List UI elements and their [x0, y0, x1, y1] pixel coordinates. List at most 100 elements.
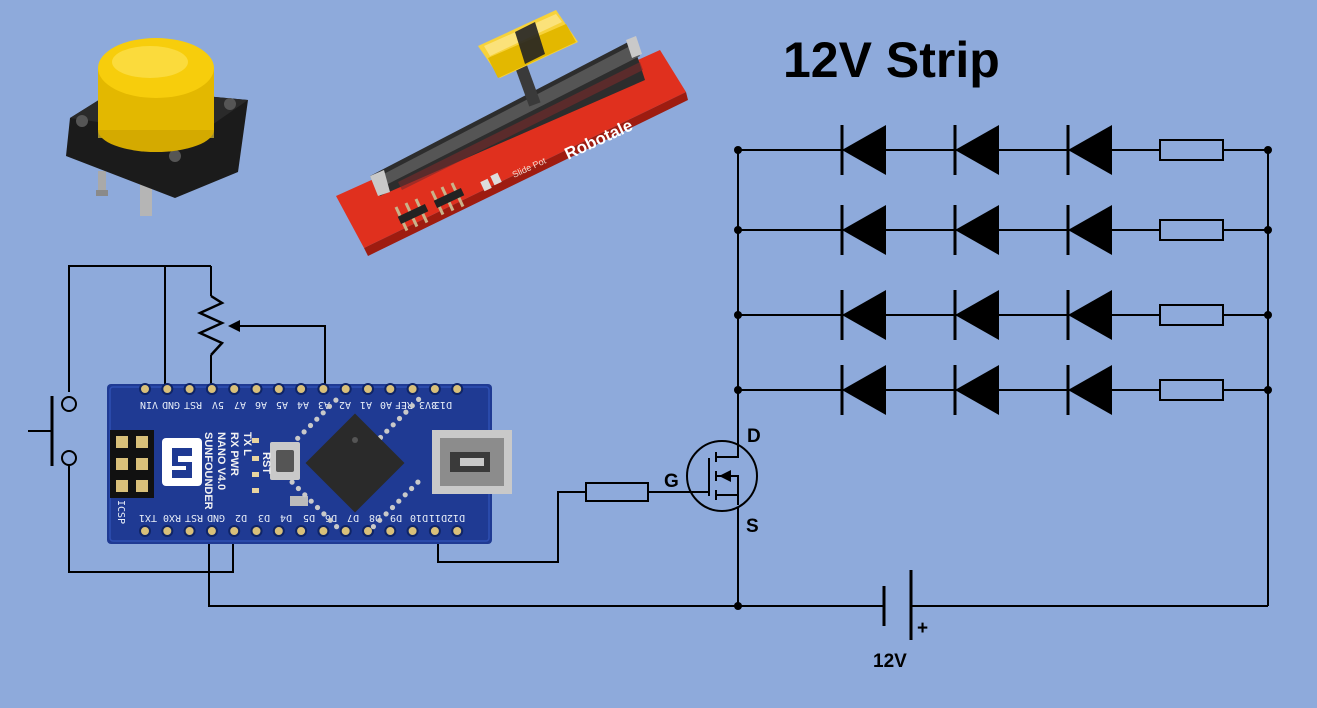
- chip-leg: [326, 403, 333, 409]
- pin-label-top: RST: [184, 399, 202, 410]
- pin-label-top: REF: [395, 399, 413, 410]
- chip-leg: [409, 485, 415, 492]
- mosfet-arrow-icon: [719, 470, 731, 482]
- pin-hole: [362, 383, 374, 395]
- slide-potentiometer-photo: Slide Pot Robotale: [336, 10, 688, 256]
- board-model: NANO V4.0: [215, 432, 227, 490]
- reset-label: RST: [260, 452, 272, 474]
- pin-label-bottom: D5: [303, 512, 315, 523]
- diagram-title: 12V Strip: [783, 32, 1000, 88]
- pin-hole: [183, 383, 196, 395]
- pin-hole: [406, 525, 419, 537]
- pin-label-top: A0: [380, 399, 392, 410]
- mosfet-drain-label: D: [747, 426, 761, 447]
- chip-leg: [409, 403, 415, 409]
- pin-hole: [451, 525, 464, 537]
- pin-label-top: 5V: [212, 399, 224, 410]
- pin-hole: [384, 383, 397, 395]
- chip-leg: [314, 504, 321, 511]
- pin-hole: [161, 525, 174, 537]
- pin-label-bottom: D4: [280, 512, 292, 523]
- chip-leg: [289, 479, 295, 485]
- junction-dot: [1264, 386, 1272, 394]
- chip-leg: [383, 511, 389, 517]
- pin-label-top: A6: [255, 399, 267, 410]
- led-diode-icon: [1068, 125, 1112, 175]
- board-rx-pwr: RX PWR: [228, 432, 240, 476]
- pin-hole: [295, 525, 308, 537]
- icsp-label: ICSP: [115, 500, 126, 524]
- pin-label-bottom: TX1: [139, 512, 157, 523]
- led-resistor: [1159, 379, 1224, 401]
- pin-hole: [205, 525, 218, 537]
- pin-label-top: A5: [276, 399, 288, 410]
- junction-dot: [734, 386, 742, 394]
- pin-label-bottom: D10: [410, 512, 428, 523]
- usb-port: [432, 430, 512, 494]
- pin-hole: [139, 525, 151, 537]
- chip-leg: [390, 422, 396, 428]
- chip-leg: [307, 422, 314, 429]
- led-diode-icon: [842, 290, 886, 340]
- chip-leg: [327, 517, 333, 523]
- gate-resistor: [585, 482, 649, 502]
- chip-leg: [396, 498, 402, 504]
- chip-leg: [302, 492, 308, 498]
- led-resistor: [1159, 219, 1224, 241]
- chip-leg: [288, 442, 294, 448]
- board-tx-l: TX L: [241, 432, 253, 456]
- pin-label-bottom: D9: [390, 512, 402, 523]
- junction-dot: [734, 602, 742, 610]
- pin-label-bottom: D12: [447, 512, 465, 523]
- pin-label-bottom: D8: [369, 512, 381, 523]
- led-diode-icon: [1068, 365, 1112, 415]
- junction-dot: [1264, 146, 1272, 154]
- pin-label-top: 3V3: [419, 399, 437, 410]
- junction-dot: [734, 226, 742, 234]
- led-diode-icon: [1068, 205, 1112, 255]
- pin-hole: [428, 383, 441, 395]
- pin-label-bottom: RX0: [163, 512, 181, 523]
- mosfet-gate-label: G: [664, 471, 679, 492]
- pin-hole: [451, 383, 464, 395]
- pin-hole: [161, 383, 174, 395]
- board-brand: SUNFOUNDER: [202, 432, 214, 510]
- mosfet-source-label: S: [746, 516, 759, 537]
- pin-hole: [339, 525, 352, 537]
- pin-label-bottom: D6: [325, 512, 337, 523]
- chip-leg: [295, 435, 301, 441]
- pin-label-bottom: D3: [258, 512, 270, 523]
- pin-hole: [205, 383, 218, 395]
- led-row: [734, 205, 1272, 255]
- led-diode-icon: [955, 125, 999, 175]
- bottom-pin-labels: D12 D11 D10 D9 D8 D7 D6 D5 D4 D3 D2 GND …: [139, 512, 465, 523]
- potentiometer-symbol: [196, 294, 226, 356]
- chip-leg: [321, 511, 327, 517]
- chip-leg: [384, 428, 390, 434]
- crystal: [290, 496, 308, 506]
- led-diode-icon: [842, 365, 886, 415]
- arduino-nano-board: D13 3V3 REF A0 A1 A2 A3 A4 A5 A6 A7 5V R…: [107, 383, 512, 544]
- pin-hole: [250, 383, 263, 395]
- pin-label-bottom: GND: [207, 512, 225, 523]
- pin-hole: [228, 383, 241, 395]
- pin-hole: [317, 525, 330, 537]
- push-button-symbol: [28, 396, 77, 466]
- pin-label-top: GND: [162, 399, 180, 410]
- pin-hole: [317, 383, 330, 395]
- pin-hole: [428, 525, 441, 537]
- led-strip: [734, 125, 1272, 610]
- pin-label-bottom: RST: [185, 512, 203, 523]
- junction-dot: [734, 146, 742, 154]
- pin-label-bottom: D7: [347, 512, 359, 523]
- led-diode-icon: [955, 365, 999, 415]
- pin-label-top: A1: [360, 399, 372, 410]
- pin-hole: [139, 383, 151, 395]
- led-diode-icon: [955, 205, 999, 255]
- top-pin-labels: D13 3V3 REF A0 A1 A2 A3 A4 A5 A6 A7 5V R…: [140, 399, 452, 410]
- chip-leg: [320, 410, 326, 416]
- chip-leg: [396, 415, 403, 422]
- chip-leg: [314, 416, 320, 422]
- pin-label-top: A2: [339, 399, 351, 410]
